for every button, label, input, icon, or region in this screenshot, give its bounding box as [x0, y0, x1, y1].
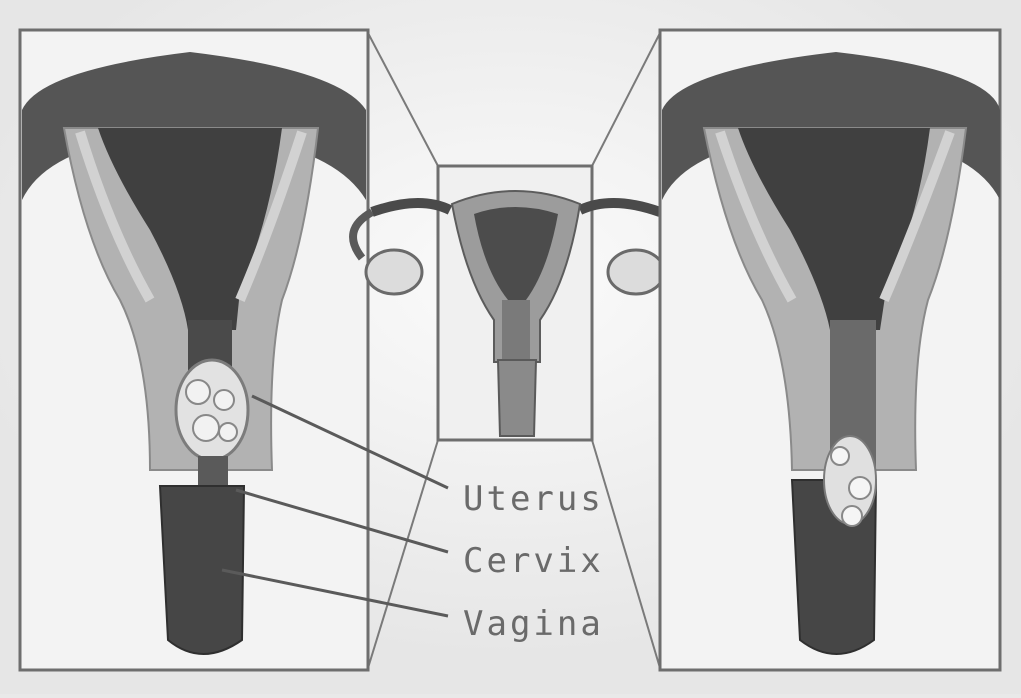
- left-cervical-tumor: [176, 360, 248, 460]
- left-ovary: [366, 250, 422, 294]
- right-ovary: [608, 250, 664, 294]
- left-panel-tumor-at-cervix: [20, 30, 368, 670]
- right-invasive-tumor: [824, 436, 876, 526]
- cervix-label: Cervix: [463, 544, 604, 578]
- left-cervix: [198, 456, 228, 488]
- mini-vagina: [498, 360, 536, 436]
- uterus-label: Uterus: [463, 482, 604, 516]
- left-vagina: [160, 486, 244, 654]
- vagina-label: Vagina: [463, 607, 604, 641]
- mini-cervix: [502, 300, 530, 360]
- right-panel-tumor-extending: [660, 30, 1000, 670]
